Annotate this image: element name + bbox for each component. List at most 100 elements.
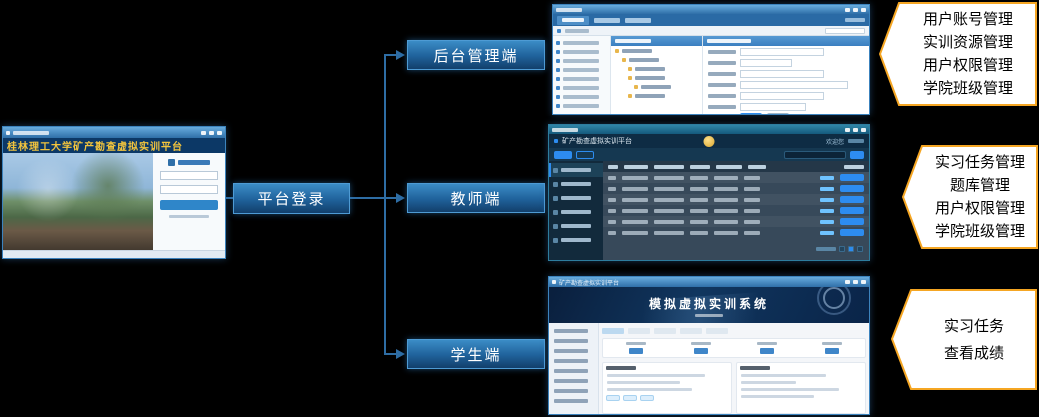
cancel-button[interactable] xyxy=(767,113,789,114)
tree-node[interactable] xyxy=(624,91,702,100)
stat-block xyxy=(734,342,800,354)
table-row[interactable] xyxy=(603,227,869,238)
toolbar-icon[interactable] xyxy=(557,28,561,33)
row-action-button[interactable] xyxy=(840,174,864,181)
admin-sidebar-item[interactable] xyxy=(553,83,610,92)
student-sidebar-item[interactable] xyxy=(549,346,598,356)
close-icon[interactable] xyxy=(861,7,866,12)
username-input[interactable] xyxy=(160,171,218,180)
tree-node[interactable] xyxy=(624,73,702,82)
teacher-sidebar-item[interactable] xyxy=(549,177,603,191)
tag-chip[interactable] xyxy=(606,395,620,401)
table-row[interactable] xyxy=(603,194,869,205)
student-sidebar-item[interactable] xyxy=(549,326,598,336)
nav-tab[interactable] xyxy=(628,327,650,334)
maximize-icon[interactable] xyxy=(209,130,214,135)
minimize-icon[interactable] xyxy=(201,130,206,135)
admin-sidebar-item[interactable] xyxy=(553,74,610,83)
breadcrumb-skeleton xyxy=(565,28,589,33)
teacher-sidebar-item[interactable] xyxy=(549,163,603,177)
next-page-button[interactable] xyxy=(857,246,863,252)
admin-tab[interactable] xyxy=(594,17,620,23)
field-input[interactable] xyxy=(740,91,824,100)
admin-tab-active[interactable] xyxy=(557,15,589,25)
admin-tab[interactable] xyxy=(625,17,651,23)
admin-sidebar-item[interactable] xyxy=(553,101,610,110)
filter-button[interactable] xyxy=(576,150,594,159)
nav-tab[interactable] xyxy=(706,327,728,334)
tree-node-label-skeleton xyxy=(635,66,665,71)
maximize-icon[interactable] xyxy=(853,280,858,284)
admin-sidebar-item[interactable] xyxy=(553,65,610,74)
student-sidebar-item[interactable] xyxy=(549,396,598,406)
minimize-icon[interactable] xyxy=(845,127,850,132)
tree-node[interactable] xyxy=(624,64,702,73)
tree-node[interactable] xyxy=(611,46,702,55)
nav-tab[interactable] xyxy=(680,327,702,334)
teacher-sidebar-item[interactable] xyxy=(549,219,603,233)
nav-tab[interactable] xyxy=(654,327,676,334)
maximize-icon[interactable] xyxy=(853,127,858,132)
admin-search-input[interactable] xyxy=(825,27,865,34)
callout-line: 学院班级管理 xyxy=(934,223,1025,240)
teacher-sidebar-item[interactable] xyxy=(549,205,603,219)
field-input[interactable] xyxy=(740,58,792,67)
add-task-button[interactable] xyxy=(554,150,572,159)
tag-chip[interactable] xyxy=(640,395,654,401)
teacher-window-title-skeleton xyxy=(552,127,578,132)
detail-link[interactable] xyxy=(820,230,834,235)
login-button[interactable] xyxy=(160,200,218,210)
detail-link[interactable] xyxy=(820,208,834,213)
student-sidebar-item[interactable] xyxy=(549,336,598,346)
student-sidebar-item[interactable] xyxy=(549,376,598,386)
table-row[interactable] xyxy=(603,216,869,227)
student-sidebar-item[interactable] xyxy=(549,386,598,396)
close-icon[interactable] xyxy=(217,130,222,135)
teacher-search-input[interactable] xyxy=(784,150,846,159)
detail-link[interactable] xyxy=(820,219,834,224)
search-button[interactable] xyxy=(850,150,864,159)
field-input[interactable] xyxy=(740,102,806,111)
tree-node[interactable] xyxy=(618,55,702,64)
prev-page-button[interactable] xyxy=(839,246,845,252)
panel-title-skeleton xyxy=(615,39,651,43)
row-action-button[interactable] xyxy=(840,218,864,225)
teacher-sidebar-item[interactable] xyxy=(549,233,603,247)
sidebar-item-label-skeleton xyxy=(554,389,588,393)
detail-link[interactable] xyxy=(820,197,834,202)
tag-chip[interactable] xyxy=(623,395,637,401)
close-icon[interactable] xyxy=(861,127,866,132)
table-row[interactable] xyxy=(603,205,869,216)
close-icon[interactable] xyxy=(861,280,866,284)
admin-sidebar-item[interactable] xyxy=(553,47,610,56)
minimize-icon[interactable] xyxy=(845,7,850,12)
account-menu-skeleton[interactable] xyxy=(848,139,864,143)
nav-tab[interactable] xyxy=(602,327,624,334)
student-sidebar-item[interactable] xyxy=(549,366,598,376)
student-sidebar-item[interactable] xyxy=(549,356,598,366)
row-action-button[interactable] xyxy=(840,207,864,214)
table-row[interactable] xyxy=(603,183,869,194)
field-input[interactable] xyxy=(740,47,824,56)
detail-link[interactable] xyxy=(820,175,834,180)
admin-sidebar-item[interactable] xyxy=(553,38,610,47)
admin-sidebar-item[interactable] xyxy=(553,56,610,65)
maximize-icon[interactable] xyxy=(853,7,858,12)
connector-to-student xyxy=(384,353,397,355)
save-button[interactable] xyxy=(740,113,762,114)
row-action-button[interactable] xyxy=(840,185,864,192)
teacher-sidebar-item[interactable] xyxy=(549,191,603,205)
tree-node[interactable] xyxy=(630,82,702,91)
detail-link[interactable] xyxy=(820,186,834,191)
table-row[interactable] xyxy=(603,172,869,183)
row-action-button[interactable] xyxy=(840,196,864,203)
field-input[interactable] xyxy=(740,80,848,89)
page-1-button[interactable] xyxy=(848,246,854,252)
callout-student-functions: 实习任务查看成绩 xyxy=(891,289,1037,390)
password-input[interactable] xyxy=(160,185,218,194)
field-input[interactable] xyxy=(740,69,824,78)
tree-node-label-skeleton xyxy=(622,48,652,53)
minimize-icon[interactable] xyxy=(845,280,850,284)
admin-sidebar-item[interactable] xyxy=(553,92,610,101)
row-action-button[interactable] xyxy=(840,229,864,236)
